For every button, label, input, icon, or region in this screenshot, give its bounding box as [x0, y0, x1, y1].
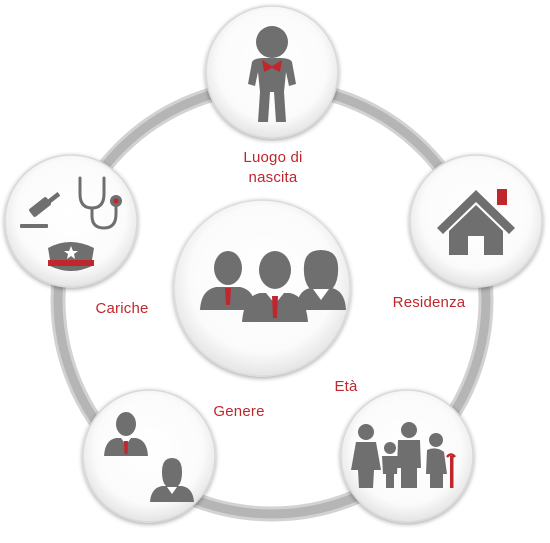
node-genere — [82, 389, 216, 523]
man-woman-icon — [104, 412, 194, 502]
node-residenza — [409, 154, 543, 288]
label-luogo-di-nascita: Luogo di nascita — [243, 149, 303, 186]
label-eta: Età — [334, 378, 358, 395]
house-icon — [437, 189, 515, 255]
people-group-icon — [200, 250, 346, 322]
node-eta — [340, 389, 474, 523]
family-generations-icon — [351, 422, 456, 488]
baby-icon — [248, 26, 296, 122]
center-bubble — [173, 199, 351, 377]
gavel-stethoscope-police-cap-icon — [20, 176, 122, 271]
label-genere: Genere — [213, 403, 265, 420]
label-cariche: Cariche — [95, 300, 149, 317]
node-cariche — [4, 154, 138, 288]
node-luogo — [205, 5, 339, 139]
label-residenza: Residenza — [392, 294, 466, 311]
